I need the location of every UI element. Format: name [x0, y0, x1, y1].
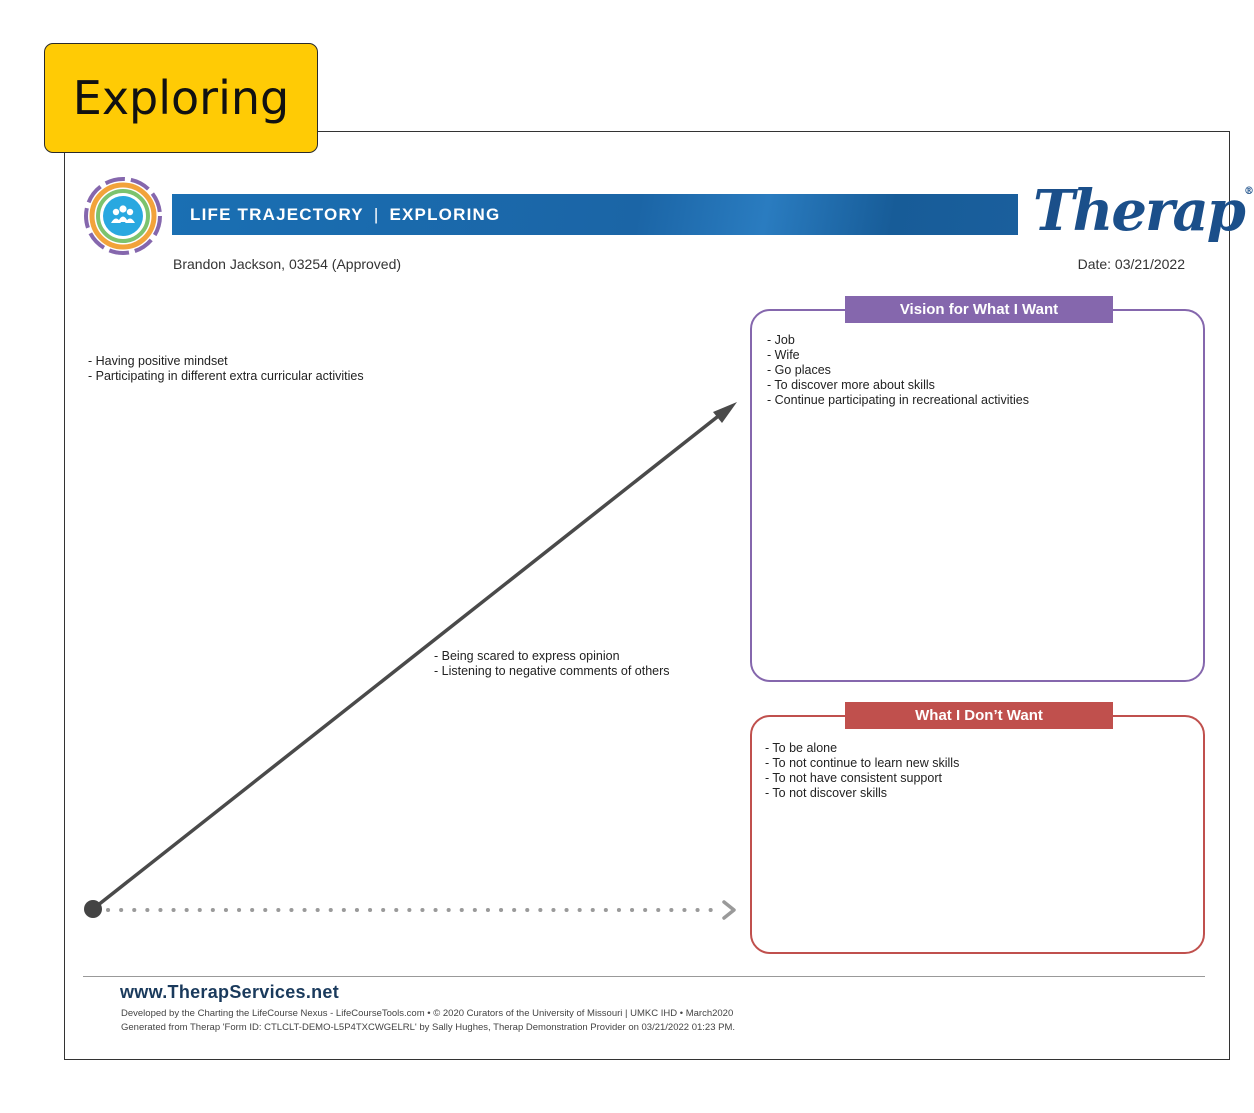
list-item: - To be alone [765, 741, 838, 755]
list-item: - To discover more about skills [767, 378, 935, 392]
vision-list: - Job - Wife - Go places - To discover m… [767, 333, 1029, 408]
vision-title: Vision for What I Want [845, 296, 1113, 323]
footer-credits: Developed by the Charting the LifeCourse… [121, 1008, 734, 1019]
dont-want-title: What I Don’t Want [845, 702, 1113, 729]
dont-want-box: What I Don’t Want - To be alone - To not… [750, 702, 1205, 954]
title-banner: LIFE TRAJECTORY | EXPLORING [172, 194, 1018, 235]
list-item: - To not discover skills [765, 786, 888, 800]
form-date: Date: 03/21/2022 [1077, 256, 1185, 272]
person-info: Brandon Jackson, 03254 (Approved) [173, 256, 402, 272]
middle-items-list: - Being scared to express opinion - List… [434, 649, 670, 679]
section-title: LIFE TRAJECTORY [190, 204, 364, 224]
past-items-list: - Having positive mindset - Participatin… [88, 354, 364, 384]
brand-name: Therap [1033, 178, 1246, 244]
dotted-arrow-icon [106, 900, 736, 920]
list-item: - Having positive mindset [88, 354, 228, 368]
footer-divider [83, 976, 1205, 977]
stage-tag: Exploring [44, 43, 318, 153]
start-point [84, 900, 102, 918]
list-item: - Continue participating in recreational… [767, 393, 1029, 407]
stage-title: EXPLORING [389, 204, 501, 224]
lifecourse-people-circle-icon [84, 177, 162, 255]
registered-mark: ® [1243, 186, 1254, 197]
therap-logo: Therap® [1033, 178, 1254, 244]
list-item: - Wife [767, 348, 800, 362]
dont-want-list: - To be alone - To not continue to learn… [765, 741, 959, 801]
list-item: - Participating in different extra curri… [88, 369, 364, 383]
list-item: - Job [767, 333, 795, 347]
list-item: - Go places [767, 363, 831, 377]
list-item: - Being scared to express opinion [434, 649, 620, 663]
title-separator: | [373, 204, 380, 224]
trajectory-arrow-icon [91, 402, 737, 911]
website-link[interactable]: www.TherapServices.net [120, 982, 340, 1002]
vision-box: Vision for What I Want - Job - Wife - Go… [750, 296, 1205, 682]
list-item: - To not continue to learn new skills [765, 756, 960, 770]
list-item: - To not have consistent support [765, 771, 942, 785]
footer-generated: Generated from Therap 'Form ID: CTLCLT-D… [121, 1022, 736, 1033]
list-item: - Listening to negative comments of othe… [434, 664, 670, 678]
